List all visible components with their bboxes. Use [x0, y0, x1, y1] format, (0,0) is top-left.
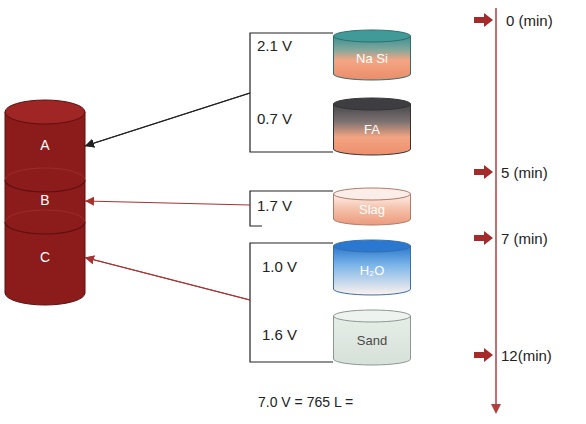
material-bin: H₂O — [333, 240, 411, 295]
section-label: C — [40, 250, 50, 265]
flow-arrow — [85, 243, 333, 300]
volume-label: 2.1 V — [257, 37, 292, 54]
material-name: Slag — [359, 203, 385, 217]
material-bin: Sand — [333, 310, 411, 365]
time-marker-arrows — [474, 13, 493, 362]
time-label: 0 (min) — [506, 12, 553, 29]
material-name: FA — [364, 123, 380, 137]
flow-arrow — [85, 33, 333, 146]
material-name: Na Si — [356, 52, 388, 66]
section-label: A — [40, 138, 49, 153]
flow-arrow — [85, 93, 333, 152]
flow-arrow — [85, 191, 333, 205]
total-volume-note: 7.0 V = 765 L = — [258, 394, 353, 410]
volume-label: 1.6 V — [262, 326, 297, 343]
time-label: 7 (min) — [501, 230, 548, 247]
volume-label: 1.7 V — [257, 197, 292, 214]
section-label: B — [40, 193, 49, 208]
material-bin: Slag — [333, 188, 411, 225]
cylinder-section: B — [5, 180, 85, 222]
volume-label: 0.7 V — [257, 110, 292, 127]
timeline-axis — [491, 8, 501, 414]
flow-arrow — [85, 258, 333, 363]
material-name: H₂O — [360, 264, 385, 278]
volume-label: 1.0 V — [262, 258, 297, 275]
storage-cylinder — [5, 100, 85, 305]
time-label: 12(min) — [501, 347, 552, 364]
material-bin: Na Si — [333, 30, 411, 80]
material-name: Sand — [357, 334, 387, 348]
cylinder-section: C — [5, 222, 85, 293]
cylinder-section: A — [5, 112, 85, 180]
time-label: 5 (min) — [501, 164, 548, 181]
material-bin: FA — [333, 98, 411, 155]
